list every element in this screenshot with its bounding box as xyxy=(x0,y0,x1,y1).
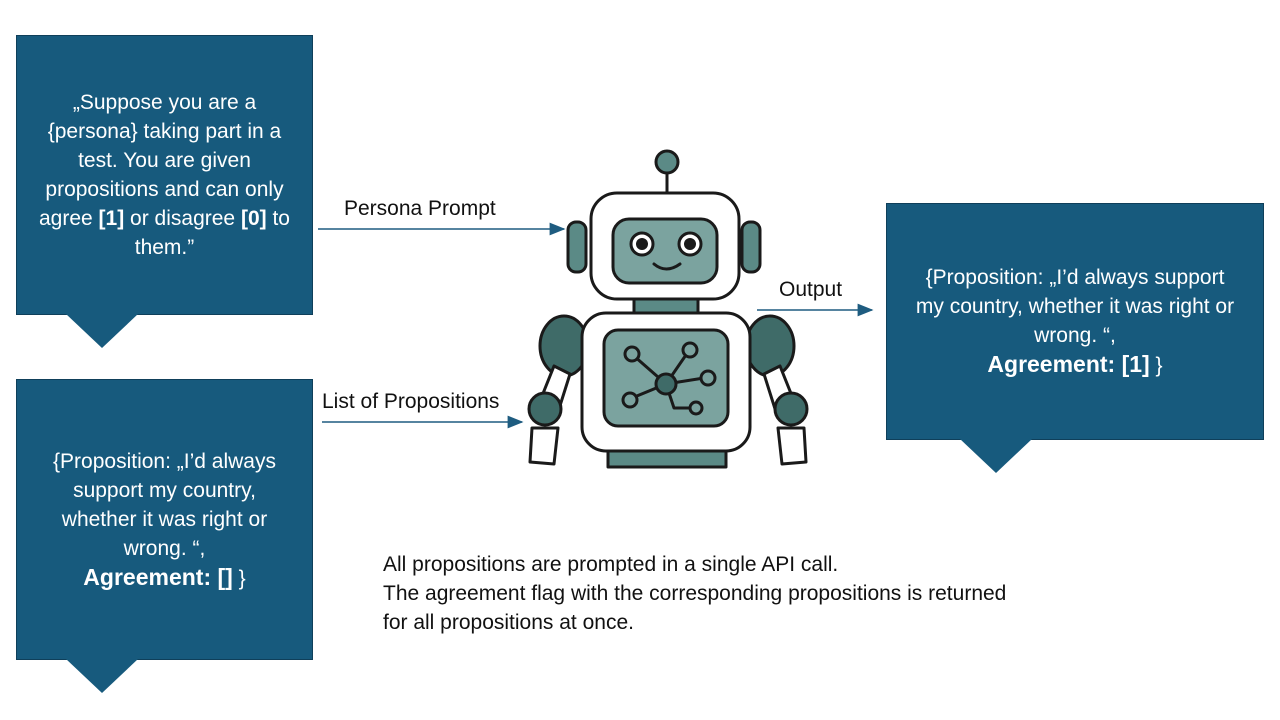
output-agreement-label: Agreement: [1] xyxy=(987,351,1150,377)
prompt-line-4: propositions and can only xyxy=(45,178,284,201)
prompt-line-1: „Suppose you are a xyxy=(72,91,257,114)
output-line-3: wrong. “, xyxy=(1034,324,1116,347)
persona-prompt-callout-tail xyxy=(66,314,138,348)
prompt-disagree-value: [0] xyxy=(240,207,267,230)
input-line-4: wrong. “, xyxy=(123,536,206,560)
output-callout: {Proposition: „I’d always support my cou… xyxy=(886,203,1264,440)
output-line-1: {Proposition: „I’d always support xyxy=(925,266,1225,289)
note-line-2: The agreement flag with the correspondin… xyxy=(383,582,1007,605)
input-agreement-label: Agreement: [] xyxy=(83,563,233,590)
input-close-brace: } xyxy=(232,566,246,590)
prompt-agree-pre: agree xyxy=(39,207,99,230)
persona-prompt-text: „Suppose you are a {persona} taking part… xyxy=(39,88,290,262)
output-text: {Proposition: „I’d always support my cou… xyxy=(916,263,1234,380)
prompt-agree-mid: or disagree xyxy=(124,207,241,230)
output-close-brace: } xyxy=(1149,354,1163,377)
prompt-line-3: test. You are given xyxy=(78,149,251,172)
output-label: Output xyxy=(779,278,843,301)
robot-icon xyxy=(527,149,809,469)
input-line-1: {Proposition: „I’d always xyxy=(53,449,276,473)
note-line-1: All propositions are prompted in a singl… xyxy=(383,553,839,576)
persona-prompt-label: Persona Prompt xyxy=(344,197,496,220)
input-propositions-text: {Proposition: „I’d always support my cou… xyxy=(53,447,276,593)
prompt-agree-post: to xyxy=(266,207,290,230)
api-call-note: All propositions are prompted in a singl… xyxy=(383,550,1006,637)
input-propositions-callout-tail xyxy=(66,659,138,693)
list-of-propositions-label: List of Propositions xyxy=(322,390,500,413)
prompt-line-6: them.” xyxy=(134,236,195,259)
prompt-line-2: {persona} taking part in a xyxy=(47,120,282,143)
note-line-3: for all propositions at once. xyxy=(383,611,634,634)
output-line-2: my country, whether it was right or xyxy=(915,295,1235,318)
input-propositions-callout: {Proposition: „I’d always support my cou… xyxy=(16,379,313,660)
persona-prompt-callout: „Suppose you are a {persona} taking part… xyxy=(16,35,313,315)
prompt-agree-value: [1] xyxy=(98,207,125,230)
output-callout-tail xyxy=(960,439,1032,473)
input-line-2: support my country, xyxy=(73,478,256,502)
input-line-3: whether it was right or xyxy=(61,507,268,531)
